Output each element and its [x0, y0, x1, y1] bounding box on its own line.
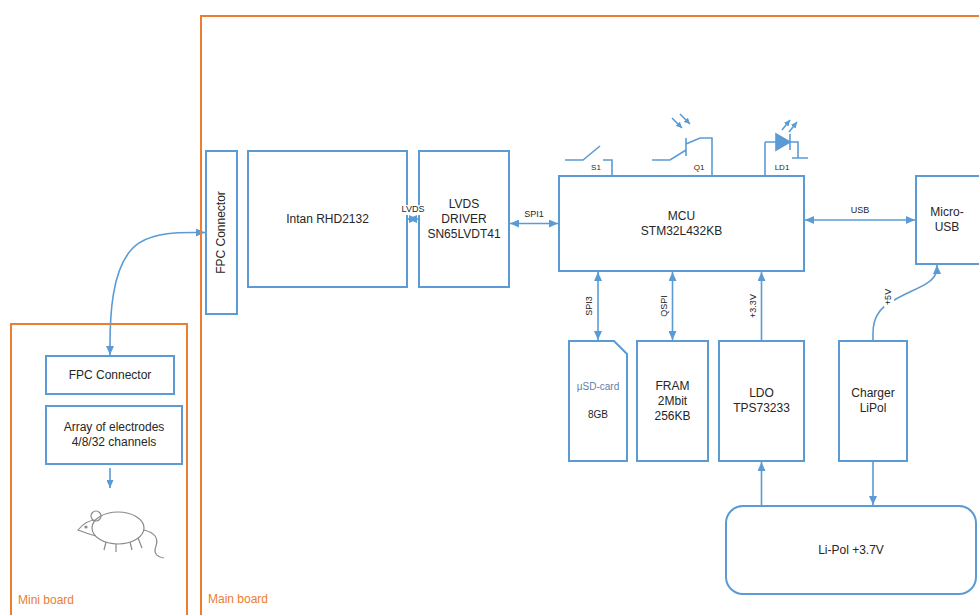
node-label: LVDS DRIVER SN65LVDT41: [427, 197, 500, 242]
node-label: FRAM 2Mbit 256KB: [654, 379, 690, 424]
connector: [761, 462, 763, 505]
connector: [408, 218, 418, 220]
connector: [761, 272, 763, 340]
rat-tail: [144, 530, 164, 558]
signal-label: QSPI: [660, 293, 670, 319]
part-name: LD1: [775, 164, 790, 172]
switch-symbol: [565, 146, 612, 175]
chip-box: Intan RHD2132: [247, 150, 408, 288]
rat-eye: [85, 526, 87, 528]
part-name: Q1: [694, 164, 705, 172]
memory-box: FRAM 2Mbit 256KB: [636, 340, 709, 462]
rat-ear: [91, 511, 101, 521]
connector: [672, 272, 674, 340]
rat-illustration: [78, 511, 164, 558]
connector: [805, 219, 915, 221]
electrode-box: Array of electrodes 4/8/32 channels: [45, 405, 183, 465]
light-arrow: [680, 114, 690, 124]
connector: [110, 233, 205, 356]
board-region: Mini board FPC ConnectorArray of electrod…: [10, 323, 188, 615]
node-label: LDO TPS73233: [733, 386, 790, 416]
connector: [873, 265, 937, 340]
part-name: S1: [591, 164, 601, 172]
led-symbol: [776, 134, 790, 150]
phototransistor-symbol: [652, 138, 712, 175]
connector: [510, 223, 558, 225]
battery-box: Li-Pol +3.7V: [725, 505, 977, 595]
node-label: μSD-card: [577, 381, 619, 394]
rat-body: [92, 512, 144, 544]
light-arrow: [672, 118, 682, 128]
node-label: Micro-USB: [930, 205, 963, 235]
signal-label: +5V: [884, 287, 894, 307]
signal-label: LVDS: [400, 205, 427, 215]
node-label: MCU STM32L432KB: [641, 209, 722, 239]
electrode-arrow: [109, 468, 111, 488]
connector-box: FPC Connector: [205, 150, 238, 315]
light-arrow: [782, 120, 790, 130]
light-arrow: [789, 122, 797, 132]
led-wiring: [765, 134, 808, 175]
connector-box: Micro-USB: [915, 175, 979, 265]
component-symbols: [110, 114, 808, 488]
node-label: Intan RHD2132: [286, 212, 369, 227]
node-label: Charger LiPol: [851, 386, 894, 416]
node-label: Li-Pol +3.7V: [818, 543, 884, 558]
sd-card-outline: [569, 341, 627, 461]
rat-head: [78, 520, 96, 536]
charger-box: Charger LiPol: [838, 340, 908, 462]
connector: [872, 462, 874, 505]
sd-card-outline: [568, 340, 628, 462]
signal-label: +3.3V: [749, 292, 759, 320]
signal-label: USB: [849, 206, 872, 216]
sd-card-shape: μSD-card 8GB: [568, 340, 628, 462]
connector-box: FPC Connector: [45, 355, 175, 395]
regulator-box: LDO TPS73233: [718, 340, 805, 462]
node-label: Array of electrodes 4/8/32 channels: [47, 420, 181, 450]
node-label: FPC Connector: [69, 368, 152, 383]
signal-label: SPI1: [522, 210, 546, 220]
node-label: 8GB: [588, 409, 608, 422]
signal-label: SPI3: [585, 294, 595, 318]
chip-box: LVDS DRIVER SN65LVDT41: [418, 150, 510, 288]
rat-legs: [104, 538, 142, 552]
region-label: Main board: [208, 592, 268, 607]
node-label: FPC Connector: [214, 191, 229, 274]
connector: [597, 272, 599, 340]
region-label: Mini board: [18, 593, 74, 608]
mcu-box: MCU STM32L432KB: [558, 175, 805, 272]
